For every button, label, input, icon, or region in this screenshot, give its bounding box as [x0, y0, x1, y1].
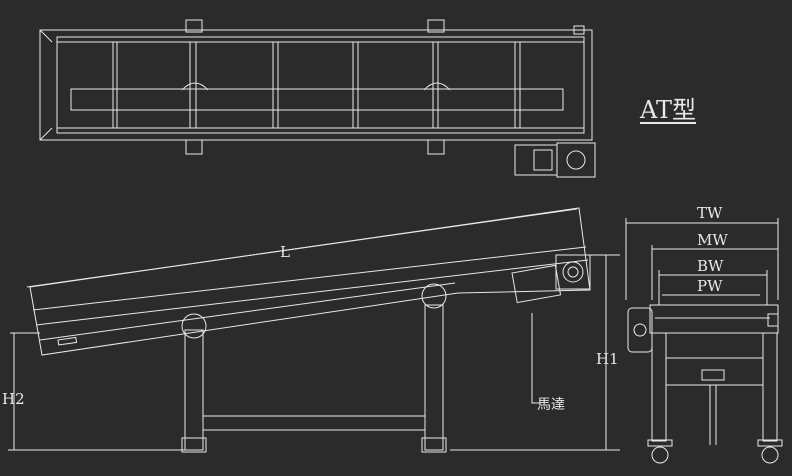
dim-label-MW: MW [697, 231, 728, 249]
top-view-gearbox [556, 142, 596, 178]
pulley-arc [423, 82, 451, 91]
leg-bracket [185, 139, 203, 155]
top-view-frame-inner [56, 36, 585, 134]
front-view-leg-right [762, 332, 778, 442]
cross-members [112, 42, 521, 128]
caster-wheel [761, 446, 779, 464]
caster-wheel [651, 446, 669, 464]
dim-label-H1: H1 [596, 350, 619, 368]
dim-label-PW: PW [697, 277, 723, 295]
side-view-conveyor-body [29, 207, 591, 356]
front-view-motor [627, 307, 653, 353]
top-view-frame-outer [39, 29, 593, 141]
front-view-frame [649, 304, 779, 334]
side-view-gearbox [555, 254, 591, 290]
motor-label: 馬達 [537, 397, 565, 413]
top-view-belt [70, 88, 564, 111]
dim-label-BW: BW [697, 257, 724, 275]
leg-bracket [427, 139, 445, 155]
side-view-belt-line [32, 246, 587, 311]
side-view-crossbar [202, 415, 426, 431]
side-view-leg-right [424, 304, 444, 451]
front-view [625, 218, 783, 464]
leg-bracket [427, 19, 445, 33]
top-view [39, 19, 596, 178]
pulley-arc [181, 82, 209, 91]
dim-label-H2: H2 [2, 390, 25, 408]
front-view-leg-left [651, 332, 667, 442]
side-view-leg-left [184, 329, 204, 451]
leg-bracket [185, 19, 203, 33]
drawing-title: AT型 [640, 96, 697, 124]
dim-label-L: L [280, 243, 290, 261]
side-view [8, 207, 620, 453]
dim-label-TW: TW [697, 204, 723, 222]
side-view-motor [511, 264, 562, 304]
motor-leader [531, 313, 540, 404]
